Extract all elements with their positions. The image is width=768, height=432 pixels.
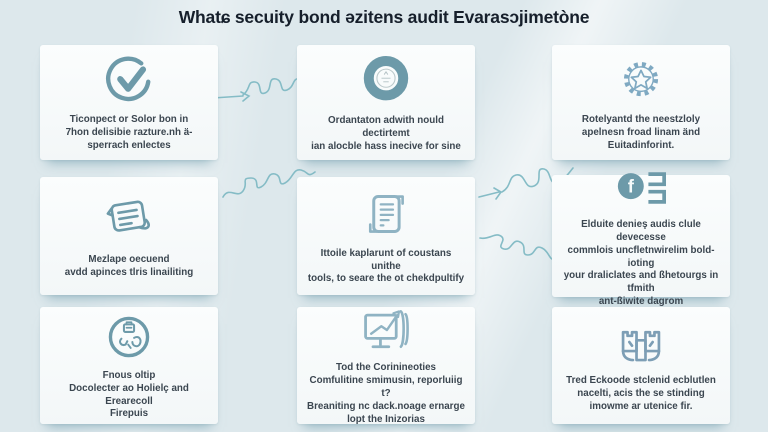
card-text: Ordantaton adwith nould dectirtemt ian a… bbox=[311, 115, 461, 152]
monitor-chart-icon bbox=[356, 304, 416, 356]
svg-text:f: f bbox=[628, 175, 635, 196]
page-title: Whatɕ secuity bond ǝzitens audit Evarasɔ… bbox=[178, 7, 590, 27]
circle-tools-icon bbox=[100, 310, 158, 364]
card-text: Fnous oltip Docolecter ao Holielç and Er… bbox=[69, 369, 189, 420]
fortress-icon bbox=[612, 317, 670, 369]
info-card: Fnous oltip Docolecter ao Holielç and Er… bbox=[40, 307, 218, 424]
scroll-document-icon bbox=[357, 186, 415, 242]
info-card: Ordantaton adwith nould dectirtemt ian a… bbox=[297, 45, 475, 160]
card-text: Ittoile kaplarunt of coustans unithe too… bbox=[307, 247, 465, 285]
info-card: f Elduite denieş audis clule devecesse c… bbox=[552, 172, 730, 307]
info-card: Tred Eckoode stclenid ecblutlen nacelti,… bbox=[552, 307, 730, 424]
social-list-icon: f bbox=[611, 163, 671, 213]
info-card: Ticonpect or Solor bon in 7hon delisibie… bbox=[40, 45, 218, 160]
card-text: Tod the Corinineoties Comfulitine smimus… bbox=[307, 362, 465, 425]
check-circle-icon bbox=[100, 52, 158, 108]
card-text: Mezlape oecuend avdd apinces tlris linai… bbox=[64, 254, 194, 278]
card-text: Tred Eckoode stclenid ecblutlen nacelti,… bbox=[566, 375, 716, 412]
card-text: Ticonpect or Solor bon in 7hon delisibie… bbox=[65, 114, 193, 151]
card-text: Elduite denieş audis clule devecesse com… bbox=[563, 218, 719, 308]
document-pen-icon bbox=[99, 192, 159, 248]
info-card: Mezlape oecuend avdd apinces tlris linai… bbox=[40, 177, 218, 295]
info-card: Tod the Corinineoties Comfulitine smimus… bbox=[297, 304, 475, 425]
info-card: Rotelyantd the neestzloly apelnesn froad… bbox=[552, 45, 730, 160]
gear-star-icon bbox=[612, 52, 670, 108]
info-card: Ittoile kaplarunt of coustans unithe too… bbox=[297, 177, 475, 295]
card-text: Rotelyantd the neestzloly apelnesn froad… bbox=[581, 114, 701, 151]
ring-badge-icon bbox=[355, 51, 417, 109]
